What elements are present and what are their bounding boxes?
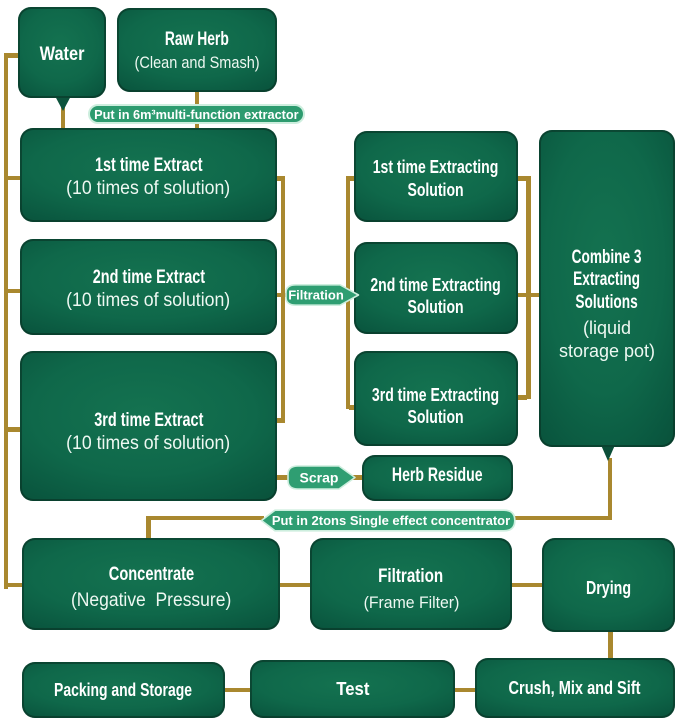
svg-text:Filtration: Filtration <box>288 288 344 303</box>
svg-text:Put in 2tons Single effect con: Put in 2tons Single effect concentrator <box>272 513 510 528</box>
svg-text:Scrap: Scrap <box>300 470 339 486</box>
